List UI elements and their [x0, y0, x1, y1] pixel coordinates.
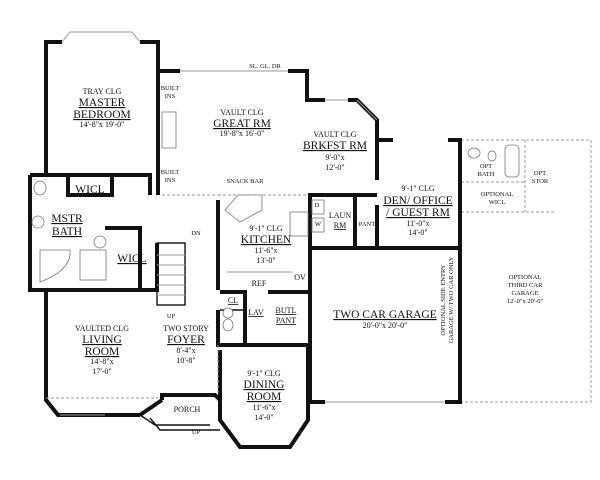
room-size: 8'-4"x: [176, 346, 195, 355]
room-name: LIVING: [82, 334, 122, 346]
side-entry-note: OPTIONAL SIDE ENTRY: [440, 264, 447, 336]
room-name: OPTIONAL: [509, 274, 542, 281]
label-laundry: RM: [334, 221, 346, 230]
label-ov: OV: [294, 273, 306, 282]
room-size: 12'-0"x 20'-0": [507, 298, 544, 305]
label-optional-wicl: WICL: [489, 199, 506, 206]
optional-third-garage-outline: [460, 139, 592, 403]
ceiling: VAULTED CLG: [75, 324, 129, 333]
room-name: GREAT RM: [213, 118, 271, 130]
room-name: BRKFST RM: [303, 140, 367, 152]
ceiling: VAULT CLG: [220, 108, 263, 117]
label-laundry: LAUN: [329, 211, 351, 220]
side-entry-note: GARAGE W/ TWO CAR ONLY: [448, 256, 455, 343]
room-size: 17'-0": [92, 367, 111, 376]
ceiling: VAULT CLG: [313, 130, 356, 139]
ceiling: TRAY CLG: [83, 87, 122, 96]
living-room[interactable]: VAULTED CLG LIVING ROOM 14'-8"x 17'-0": [75, 324, 129, 376]
label-wicl: WICL: [75, 184, 104, 196]
room-size: 11'-0"x: [406, 219, 429, 228]
room-size: 9'-0"x: [325, 153, 344, 162]
room-size: 13'-0": [256, 256, 275, 265]
room-size: 20'-0"x 20'-0": [363, 321, 408, 330]
room-name: FOYER: [167, 334, 205, 346]
label-ref: REF: [252, 279, 267, 288]
ceiling: TWO STORY: [163, 324, 209, 333]
label-lav: LAV: [248, 308, 264, 317]
room-size: 11'-6"x: [254, 246, 277, 255]
room-name: KITCHEN: [241, 234, 292, 246]
room-name: MASTER: [79, 97, 126, 109]
label-pantry: PANT: [359, 221, 375, 228]
label-dn: DN: [191, 230, 201, 237]
room-name: ROOM: [247, 391, 282, 403]
label-opt-bath: BATH: [478, 171, 495, 178]
room-name: TWO CAR GARAGE: [333, 309, 437, 321]
room-size: 10'-8": [176, 356, 195, 365]
label-wicl: WICL: [117, 253, 146, 265]
room-size: 14'-0": [408, 228, 427, 237]
ceiling: 9'-1" CLG: [247, 369, 281, 378]
room-size: 14'-8"x 19'-0": [80, 120, 125, 129]
label-built-ins: BUILT: [161, 85, 180, 92]
label-washer: W: [315, 221, 322, 228]
label-dryer: D: [315, 202, 320, 209]
label-built-ins: INS: [165, 93, 176, 100]
staircase[interactable]: [156, 242, 186, 306]
label-built-ins: BUILT: [161, 169, 180, 176]
breakfast-room[interactable]: VAULT CLG BRKFST RM 9'-0"x 12'-0": [303, 130, 367, 172]
room-name: BEDROOM: [73, 109, 131, 121]
room-size: 12'-0": [325, 163, 344, 172]
label-butler-pantry: BUTL: [276, 306, 297, 315]
ceiling: 9'-1" CLG: [401, 184, 435, 193]
room-name: DEN/ OFFICE: [383, 195, 452, 207]
dining-room[interactable]: 9'-1" CLG DINING ROOM 11'-6"x 14'-0": [244, 369, 285, 422]
label-butler-pantry: PANT: [276, 316, 296, 325]
label-built-ins: INS: [165, 177, 176, 184]
room-name: DINING: [244, 379, 285, 391]
master-bedroom[interactable]: TRAY CLG MASTER BEDROOM 14'-8"x 19'-0": [73, 87, 131, 129]
label-porch: PORCH: [174, 405, 201, 414]
kitchen[interactable]: 9'-1" CLG KITCHEN 11'-6"x 13'-0": [241, 224, 292, 265]
two-car-garage[interactable]: TWO CAR GARAGE 20'-0"x 20'-0" OPTIONAL S…: [333, 256, 455, 343]
label-snack-bar: SNACK BAR: [226, 178, 264, 185]
label-cl: CL: [228, 296, 238, 305]
ceiling: 9'-1" CLG: [249, 224, 283, 233]
room-name: GARAGE: [511, 290, 538, 297]
room-labels: SL. GL. DR BUILT INS BUILT INS SNACK BAR…: [51, 63, 549, 436]
label-up: UP: [192, 429, 201, 436]
den-office[interactable]: 9'-1" CLG DEN/ OFFICE / GUEST RM 11'-0"x…: [383, 184, 452, 237]
label-mstr-bath: BATH: [52, 226, 82, 238]
room-size: 14'-0": [254, 413, 273, 422]
great-room[interactable]: VAULT CLG GREAT RM 19'-8"x 16'-0": [213, 108, 271, 138]
label-opt-bath: OPT: [480, 163, 492, 170]
optional-third-car-garage[interactable]: OPTIONAL THIRD CAR GARAGE 12'-0"x 20'-0": [507, 274, 544, 305]
room-size: 19'-8"x 16'-0": [220, 129, 265, 138]
room-name: ROOM: [85, 346, 120, 358]
label-mstr-bath: MSTR: [51, 213, 83, 225]
label-sl-gl-dr: SL. GL. DR: [249, 63, 281, 70]
label-opt-stor: STOR: [532, 178, 549, 185]
room-name: / GUEST RM: [386, 207, 450, 219]
room-size: 11'-6"x: [252, 403, 275, 412]
label-up: UP: [167, 313, 176, 320]
foyer[interactable]: TWO STORY FOYER 8'-4"x 10'-8": [163, 324, 209, 365]
label-optional-wicl: OPTIONAL: [481, 191, 514, 198]
room-size: 14'-8"x: [90, 357, 113, 366]
label-opt-stor: OPT: [534, 170, 546, 177]
walls: [28, 31, 462, 449]
room-name: THIRD CAR: [508, 282, 544, 289]
fixtures: [31, 111, 325, 332]
